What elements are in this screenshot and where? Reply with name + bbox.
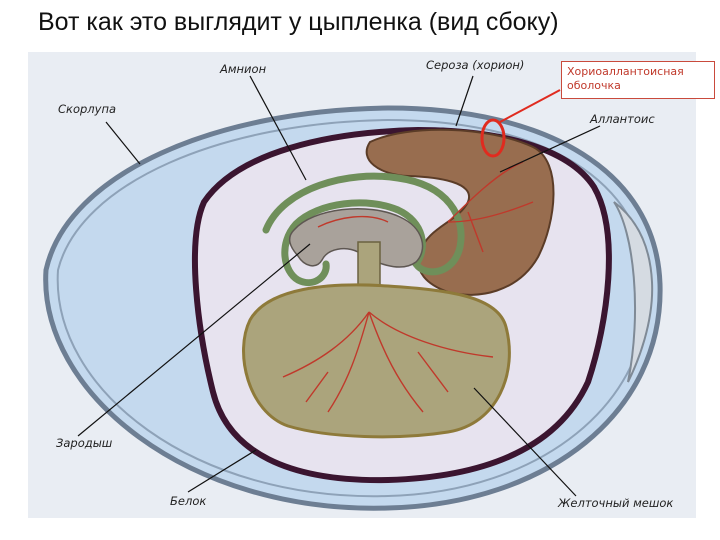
slide-title: Вот как это выглядит у цыпленка (вид сбо… (38, 8, 559, 36)
air-cell (613, 201, 654, 383)
highlight-circle (480, 118, 506, 158)
leader-albumen (187, 449, 257, 493)
callout-chorioallantoic: Хориоаллантоисная оболочка (561, 61, 715, 99)
leader-seroza (455, 75, 474, 127)
label-seroza: Сероза (хорион) (426, 58, 525, 72)
leader-lines (77, 75, 601, 497)
leader-shell (105, 121, 141, 165)
label-embryo: Зародыш (56, 436, 113, 450)
callout-pointer (499, 89, 561, 123)
yolk-sac (242, 283, 511, 439)
leader-yolk (473, 387, 577, 497)
callout-line-2: оболочка (567, 79, 621, 92)
label-amnion: Амнион (220, 62, 267, 76)
label-yolk-sac: Желточный мешок (558, 496, 674, 510)
leader-allantois (499, 125, 601, 173)
leader-amnion (249, 75, 307, 181)
leader-embryo (77, 243, 311, 437)
label-allantois: Аллантоис (590, 112, 655, 126)
egg-diagram-drawing (43, 75, 663, 511)
callout-line-1: Хориоаллантоисная (567, 65, 684, 78)
label-shell: Скорлупа (58, 102, 117, 116)
label-albumen: Белок (170, 494, 207, 508)
egg-diagram: Амнион Сероза (хорион) Скорлупа Аллантои… (28, 52, 696, 518)
